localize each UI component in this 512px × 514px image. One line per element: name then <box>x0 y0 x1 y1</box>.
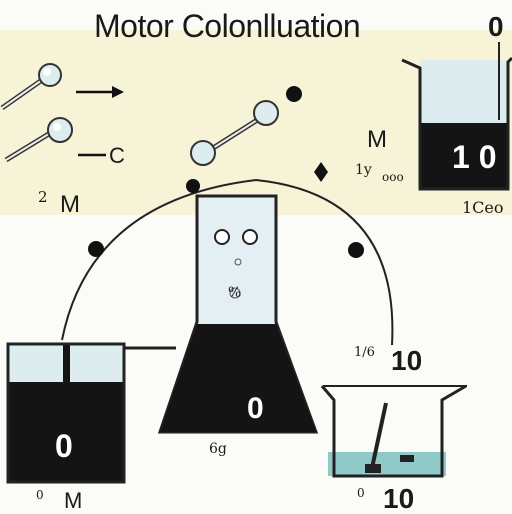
small-under-m-box: ooo <box>382 170 404 184</box>
left-beaker-value: 0 <box>55 428 73 464</box>
arc-node-top <box>186 179 200 193</box>
center-m-label: M <box>367 126 387 153</box>
dot-top <box>286 86 302 102</box>
arc-node-right <box>348 242 364 258</box>
beaker-right <box>320 384 467 478</box>
right-mid-small: 1/6 <box>354 345 375 360</box>
right-bottom-value: 10 <box>383 483 415 514</box>
left-bottom-m: M <box>64 488 83 513</box>
arc-node-left <box>88 241 104 257</box>
top-right-value: 1 0 <box>452 139 497 175</box>
molecule-stick-3 <box>190 100 279 166</box>
right-small-code: 1Ceo <box>462 198 504 217</box>
molecule-stick-2 <box>4 117 73 163</box>
bottom-center-small: 6g <box>209 441 227 457</box>
diamond-icon <box>314 162 328 182</box>
left-small-label: 2 <box>38 188 48 206</box>
arrow-c-label: C <box>109 143 125 168</box>
molecule-stick-1 <box>0 63 62 111</box>
top-right-digit: 0 <box>488 11 504 42</box>
arc <box>61 178 394 346</box>
right-bottom-small: 0 <box>357 486 365 500</box>
beaker-left <box>6 342 176 484</box>
small-under-m: 1y <box>355 162 372 178</box>
page-title: Motor Colonlluation <box>94 8 361 44</box>
arrow-top <box>76 86 124 98</box>
left-m-label: M <box>60 191 80 218</box>
flask-center <box>157 194 319 434</box>
left-bottom-small: 0 <box>36 488 44 502</box>
flask-symbol: % <box>228 285 242 301</box>
beaker-top-right <box>401 42 512 191</box>
flask-value: 0 <box>247 392 264 425</box>
right-mid-value: 10 <box>391 345 423 376</box>
